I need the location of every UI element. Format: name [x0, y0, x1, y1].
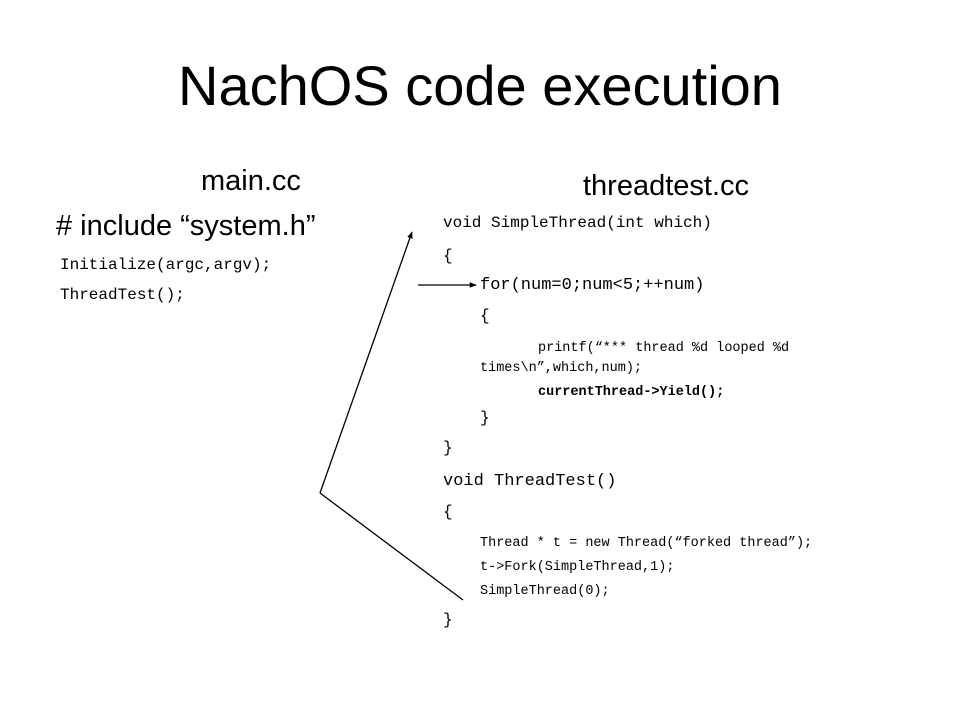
tt-code-line: t->Fork(SimpleThread,1);	[480, 560, 675, 575]
flow-line-from-simplethread-call	[319, 492, 464, 601]
tt-code-line: printf(“*** thread %d looped %d	[538, 341, 790, 356]
tt-code-line: Thread * t = new Thread(“forked thread”)…	[480, 536, 813, 551]
tt-code-line: void ThreadTest()	[443, 472, 617, 491]
tt-code-line: }	[480, 409, 490, 427]
main-code-line-initialize: Initialize(argc,argv);	[60, 256, 272, 274]
slide-title: NachOS code execution	[178, 54, 782, 117]
tt-code-line: {	[443, 247, 453, 265]
tt-code-line: {	[480, 307, 490, 325]
tt-code-line: }	[443, 439, 453, 457]
threadtest-cc-heading: threadtest.cc	[583, 170, 750, 202]
tt-code-line: SimpleThread(0);	[480, 584, 610, 599]
flow-arrow-to-threadtest	[319, 231, 413, 494]
main-cc-heading: main.cc	[201, 165, 301, 197]
main-code-line-threadtest: ThreadTest();	[60, 286, 185, 304]
tt-code-line: for(num=0;num<5;++num)	[480, 276, 705, 295]
tt-code-line: void SimpleThread(int which)	[443, 214, 712, 232]
tt-code-line: currentThread->Yield();	[538, 385, 725, 400]
tt-code-line: }	[443, 611, 453, 629]
tt-code-line: times\n”,which,num);	[480, 361, 643, 376]
include-line: # include “system.h”	[56, 210, 316, 242]
tt-code-line: {	[443, 503, 453, 521]
